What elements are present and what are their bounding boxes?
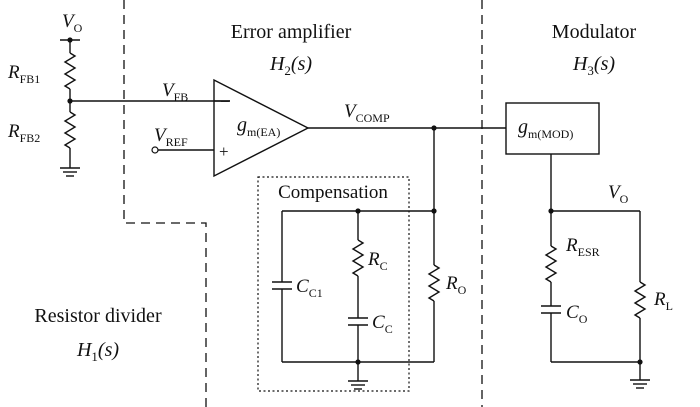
- ro-label: RO: [445, 273, 467, 297]
- noninverting-sign: +: [219, 142, 229, 161]
- h1-label: H1(s): [76, 339, 119, 364]
- modulator-title: Modulator: [552, 21, 637, 43]
- resr-resistor: [544, 245, 558, 283]
- rc-resistor: [351, 239, 365, 277]
- rl-label: RL: [653, 289, 673, 313]
- ground-icon: [348, 380, 368, 390]
- rfb2-resistor: [63, 111, 77, 149]
- ro-resistor: [427, 264, 441, 302]
- co-label: CO: [566, 302, 588, 326]
- rfb1-label: RFB1: [7, 62, 40, 86]
- compensation-box: [257, 176, 410, 392]
- error-amplifier: [151, 78, 506, 211]
- error-amplifier-title: Error amplifier: [231, 21, 352, 43]
- rfb1-resistor: [63, 52, 77, 90]
- divider-boundary: [123, 0, 207, 407]
- resr-label: RESR: [565, 235, 600, 259]
- vref-terminal: [151, 146, 159, 154]
- divider-title: Resistor divider: [34, 305, 162, 327]
- ground-icon: [630, 379, 650, 389]
- modulator-block: [505, 102, 600, 155]
- vo-top-label: VO: [62, 11, 83, 35]
- rl-resistor: [633, 281, 647, 319]
- ea-triangle: [213, 78, 310, 178]
- compensation-title: Compensation: [278, 182, 388, 203]
- labels: Error amplifier H2(s) Modulator H3(s) Re…: [7, 11, 673, 364]
- ground-icon: [60, 167, 80, 177]
- h3-label: H3(s): [572, 53, 615, 78]
- resistor-divider: [60, 37, 230, 177]
- rc-label: RC: [367, 249, 388, 273]
- ea-gain-label: gm(EA): [237, 114, 280, 139]
- modulator: [505, 102, 650, 389]
- vref-label: VREF: [154, 125, 188, 149]
- rfb2-label: RFB2: [7, 121, 40, 145]
- cc1-label: CC1: [296, 276, 323, 300]
- compensation-network: [257, 176, 441, 392]
- vo-out-label: VO: [608, 182, 629, 206]
- region-boundaries: [123, 0, 483, 407]
- inverting-sign: −: [220, 92, 230, 111]
- h2-label: H2(s): [269, 53, 312, 78]
- cc-label: CC: [372, 312, 393, 336]
- vcomp-label: VCOMP: [344, 101, 390, 125]
- mod-gain-label: gm(MOD): [518, 116, 573, 141]
- vfb-label: VFB: [162, 80, 188, 104]
